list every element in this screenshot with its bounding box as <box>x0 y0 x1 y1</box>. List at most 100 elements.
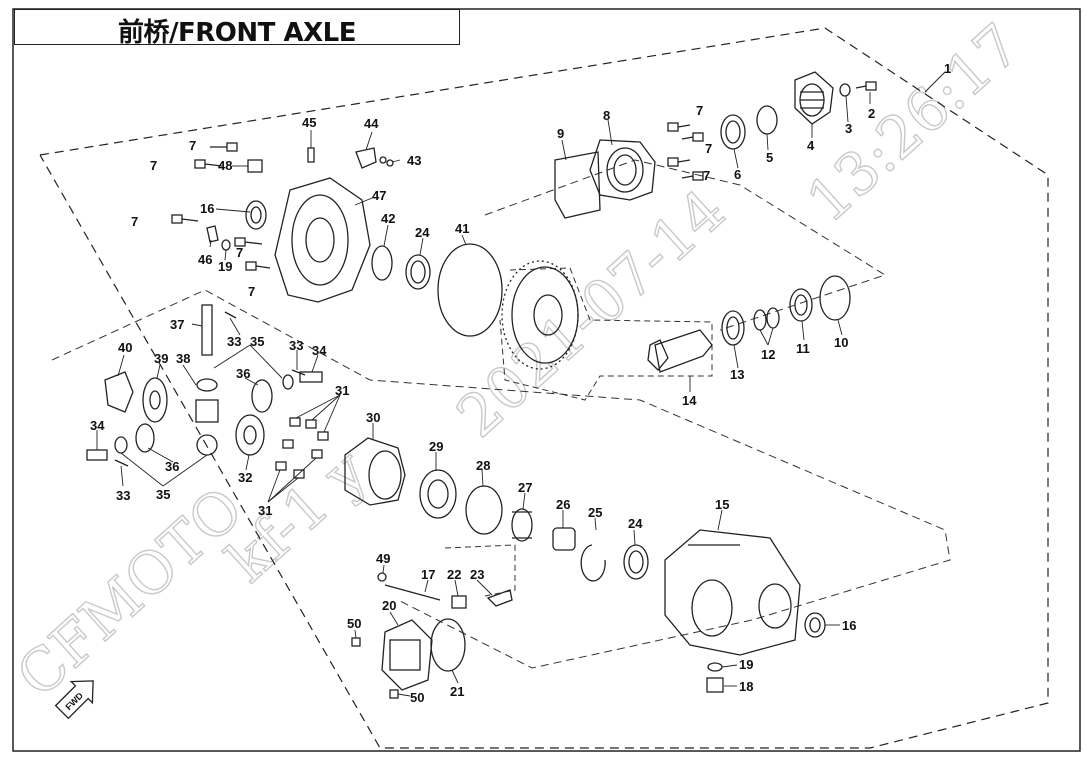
pinion-housing-part-8 <box>589 139 656 201</box>
title-box: 前桥/FRONT AXLE <box>14 9 460 48</box>
callout-27: 27 <box>518 480 532 495</box>
callout-9: 9 <box>557 126 564 141</box>
callout-42: 42 <box>381 211 395 226</box>
screw-part-49 <box>377 572 387 582</box>
gear-part-32 <box>235 414 265 456</box>
spring-part-46 <box>206 225 219 243</box>
callout-26: 26 <box>556 497 570 512</box>
pin-part-33c <box>114 459 129 467</box>
sleeve-part-27 <box>511 508 533 542</box>
washer-part-35-lower <box>114 436 128 454</box>
fork-part-23 <box>486 589 513 607</box>
callout-24b: 24 <box>628 516 643 531</box>
shaft-part-37 <box>201 304 213 356</box>
pinion-group-outline <box>484 159 887 331</box>
pinion-part-36-lower <box>135 423 155 453</box>
callout-13: 13 <box>730 367 744 382</box>
snap-ring-part-5 <box>756 105 778 135</box>
callout-18: 18 <box>739 679 753 694</box>
callout-16b: 16 <box>842 618 856 633</box>
callout-15: 15 <box>715 497 729 512</box>
pin-part-33a <box>224 311 237 319</box>
leader-1 <box>924 71 946 93</box>
callout-7b: 7 <box>705 141 712 156</box>
pin-part-34-lower <box>86 449 108 461</box>
circlip-part-25 <box>580 544 606 582</box>
bolt-part-50-lower <box>389 689 399 699</box>
callout-7f: 7 <box>131 214 138 229</box>
o-ring-part-21 <box>430 618 466 672</box>
assembly-outline <box>39 27 1049 749</box>
bracket-part-44 <box>355 147 377 169</box>
callout-33a: 33 <box>227 334 241 349</box>
callout-7a: 7 <box>696 103 703 118</box>
callout-35a: 35 <box>250 334 264 349</box>
block-part-22 <box>451 595 467 609</box>
cover-part-47 <box>274 177 371 303</box>
callout-39: 39 <box>154 351 168 366</box>
watermark-date: 2021-07-14 <box>444 176 738 450</box>
callout-4: 4 <box>807 138 815 153</box>
ring-part-28 <box>465 485 503 535</box>
callout-49: 49 <box>376 551 390 566</box>
callout-labels: 1 2 3 4 5 6 7 7 7 7 7 7 7 7 8 9 10 11 12… <box>90 61 951 705</box>
bolts-part-31 <box>275 417 329 479</box>
screws-part-43 <box>379 156 394 167</box>
callout-24a: 24 <box>415 225 430 240</box>
plug-part-18 <box>706 677 724 693</box>
pin-part-33b <box>291 369 306 376</box>
callout-48: 48 <box>218 158 232 173</box>
callout-7h: 7 <box>248 284 255 299</box>
callout-46: 46 <box>198 252 212 267</box>
callout-31a: 31 <box>335 383 349 398</box>
callout-7c: 7 <box>703 168 710 183</box>
bolts-part-7-left <box>171 142 271 271</box>
callout-23: 23 <box>470 567 484 582</box>
washer-part-3 <box>839 83 851 97</box>
callout-21: 21 <box>450 684 464 699</box>
watermark-brand: CFMOTO <box>4 474 256 710</box>
flange-part-4 <box>794 71 834 125</box>
page-title: 前桥/FRONT AXLE <box>118 18 356 48</box>
callout-31b: 31 <box>258 503 272 518</box>
washer-part-19-right <box>707 662 723 672</box>
diff-group-outline <box>51 289 951 669</box>
callout-34a: 34 <box>312 343 327 358</box>
callout-36b: 36 <box>165 459 179 474</box>
callout-6: 6 <box>734 167 741 182</box>
callout-28: 28 <box>476 458 490 473</box>
ring-gear <box>501 260 579 370</box>
callout-38: 38 <box>176 351 190 366</box>
pin-part-34-upper <box>299 371 323 383</box>
washer-part-19-left <box>221 239 231 251</box>
callout-22: 22 <box>447 567 461 582</box>
callout-19b: 19 <box>739 657 753 672</box>
pinion-part-36-upper <box>251 379 273 413</box>
callout-16a: 16 <box>200 201 214 216</box>
callout-2: 2 <box>868 106 875 121</box>
pinion-gear-part-14 <box>647 329 713 373</box>
bolt-part-50-upper <box>351 637 361 647</box>
dowel-part-48 <box>247 159 263 173</box>
housing-part-15 <box>664 529 801 656</box>
bolts-part-7-right <box>667 122 704 181</box>
gasket-part-40 <box>104 371 134 413</box>
callout-7d: 7 <box>189 138 196 153</box>
callout-7g: 7 <box>236 245 243 260</box>
callout-3: 3 <box>845 121 852 136</box>
shim-part-12a <box>766 307 780 329</box>
callout-50b: 50 <box>410 690 424 705</box>
bolt-part-2 <box>855 81 877 91</box>
callout-14: 14 <box>682 393 697 408</box>
coupler-part-26 <box>552 527 576 551</box>
callout-43: 43 <box>407 153 421 168</box>
callout-19a: 19 <box>218 259 232 274</box>
callout-11: 11 <box>796 341 810 356</box>
callout-30: 30 <box>366 410 380 425</box>
bearing-part-11 <box>789 288 813 322</box>
ring-part-42 <box>371 245 393 281</box>
callout-41: 41 <box>455 221 469 236</box>
watermark-time: 13:26:17 <box>794 11 1033 236</box>
actuator-part-20 <box>381 619 433 691</box>
